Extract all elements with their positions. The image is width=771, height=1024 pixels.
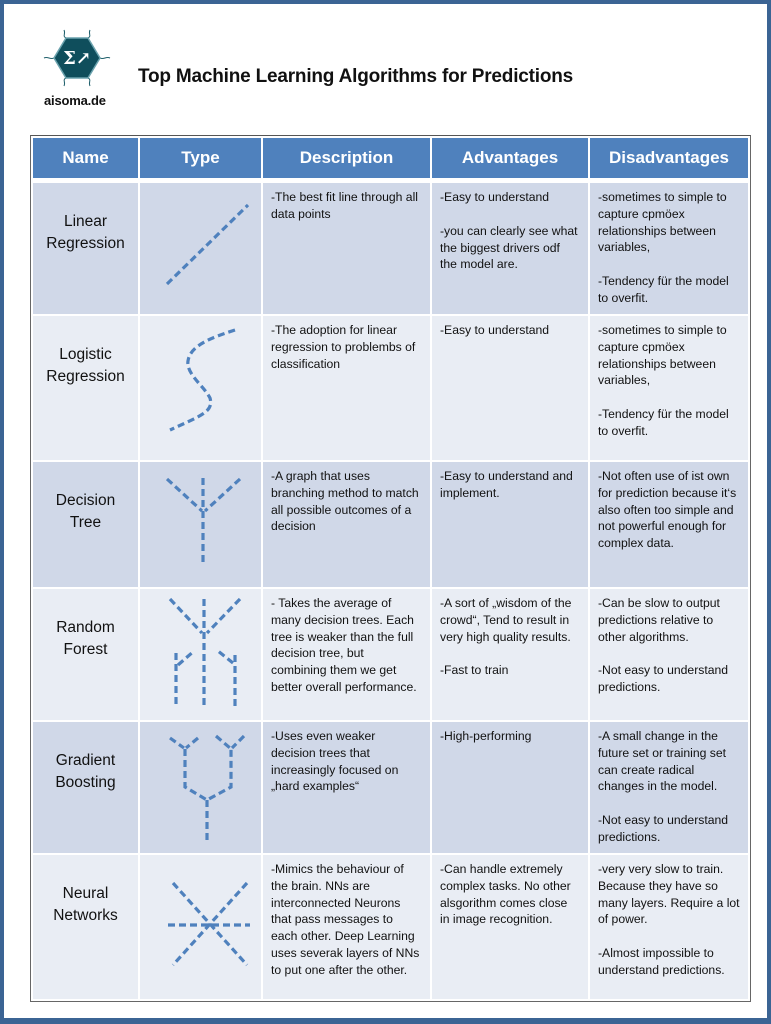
advantages-cell: -Can handle extremely complex tasks. No … [432, 855, 588, 999]
name-line: Linear [63, 213, 108, 230]
table-row: Linear Regression -The best fit line thr… [33, 183, 748, 314]
logo-text: aisoma.de [44, 93, 106, 108]
advantage-text: -Can handle extremely complex tasks. No … [440, 862, 571, 927]
name-line: Gradient [55, 752, 116, 769]
sigma-hexagon-logo-icon: Σ↗ [43, 29, 111, 87]
table-row: Decision Tree -A graph that uses branchi… [33, 462, 748, 587]
name-line: Decision [55, 492, 116, 509]
advantages-cell: -Easy to understand and implement. [432, 462, 588, 587]
name-line: Regression [46, 368, 125, 385]
disadvantage-text: -sometimes to simple to capture cpmöex r… [598, 190, 727, 255]
disadvantage-text: -Not often use of ist own for prediction… [598, 469, 737, 551]
algorithm-name: Linear Regression [33, 183, 138, 314]
disadvantages-cell: -very very slow to train. Because they h… [590, 855, 748, 999]
disadvantages-cell: -sometimes to simple to capture cpmöex r… [590, 183, 748, 314]
name-line: Networks [53, 907, 118, 924]
linear-line-icon [165, 203, 250, 286]
disadvantage-text: -Can be slow to output predictions relat… [598, 596, 720, 644]
type-cell [140, 183, 261, 314]
svg-text:Σ↗: Σ↗ [63, 48, 91, 69]
gradient-boosting-icon [169, 734, 246, 842]
description-text: -The best fit line through all data poin… [271, 190, 419, 221]
disadvantages-cell: -A small change in the future set or tra… [590, 722, 748, 853]
advantages-cell: -Easy to understand -you can clearly see… [432, 183, 588, 314]
column-header-disadvantages: Disadvantages [590, 138, 748, 181]
type-cell [140, 316, 261, 460]
s-curve-icon [169, 328, 236, 432]
advantage-text: -you can clearly see what the biggest dr… [440, 223, 578, 272]
type-cell [140, 589, 261, 720]
table-header-row: Name Type Description Advantages Disadva… [33, 138, 748, 181]
name-line: Forest [63, 641, 108, 658]
table-row: Neural Networks -Mimics the behaviour of… [33, 855, 748, 999]
description-cell: -Uses even weaker decision trees that in… [263, 722, 430, 853]
decision-tree-icon [165, 477, 242, 566]
description-cell: -A graph that uses branching method to m… [263, 462, 430, 587]
disadvantage-text: -A small change in the future set or tra… [598, 729, 727, 794]
table-row: Gradient Boosting -Uses even weaker deci… [33, 722, 748, 853]
advantage-text: -Easy to understand [440, 190, 550, 204]
description-text: - Takes the average of many decision tre… [271, 596, 417, 694]
column-header-description: Description [263, 138, 430, 181]
advantage-text: -A sort of „wisdom of the crowd“, Tend t… [440, 596, 572, 644]
type-cell [140, 722, 261, 853]
name-line: Neural [62, 885, 109, 902]
column-header-type: Type [140, 138, 261, 181]
type-cell [140, 855, 261, 999]
table-row: Logistic Regression -The adoption for li… [33, 316, 748, 460]
disadvantage-text: -very very slow to train. Because they h… [598, 862, 740, 927]
neural-network-icon [168, 881, 250, 967]
disadvantage-text: -sometimes to simple to capture cpmöex r… [598, 323, 727, 388]
name-line: Random [56, 619, 115, 636]
page: Σ↗ aisoma.de Top Machine Learning Algori… [4, 4, 767, 1018]
description-text: -Mimics the behaviour of the brain. NNs … [271, 862, 420, 977]
random-forest-icon [168, 597, 242, 707]
advantage-text: -High-performing [440, 729, 532, 743]
page-title: Top Machine Learning Algorithms for Pred… [138, 66, 574, 87]
algorithm-name: Logistic Regression [33, 316, 138, 460]
description-cell: -Mimics the behaviour of the brain. NNs … [263, 855, 430, 999]
advantage-text: -Fast to train [440, 663, 509, 678]
disadvantages-cell: -Can be slow to output predictions relat… [590, 589, 748, 720]
type-cell [140, 462, 261, 587]
disadvantage-text: -Tendency für the model to overfit. [598, 407, 729, 438]
name-line: Regression [46, 235, 125, 252]
disadvantage-text: -Not easy to understand predictions. [598, 663, 729, 695]
description-cell: -The adoption for linear regression to p… [263, 316, 430, 460]
name-line: Logistic [59, 346, 112, 363]
advantage-text: -Easy to understand [440, 323, 550, 337]
description-cell: - Takes the average of many decision tre… [263, 589, 430, 720]
description-text: -A graph that uses branching method to m… [271, 469, 419, 534]
advantages-cell: -A sort of „wisdom of the crowd“, Tend t… [432, 589, 588, 720]
description-text: -Uses even weaker decision trees that in… [271, 729, 399, 794]
algorithm-name: Gradient Boosting [33, 722, 138, 853]
description-cell: -The best fit line through all data poin… [263, 183, 430, 314]
name-line: Tree [69, 514, 102, 531]
advantages-cell: -High-performing [432, 722, 588, 853]
disadvantages-cell: -sometimes to simple to capture cpmöex r… [590, 316, 748, 460]
table-row: Random Forest - Takes the average of man… [33, 589, 748, 720]
advantage-text: -Easy to understand and implement. [440, 469, 573, 500]
algorithms-table: Name Type Description Advantages Disadva… [30, 135, 751, 1002]
disadvantage-text: -Tendency für the model to overfit. [598, 274, 729, 305]
advantages-cell: -Easy to understand [432, 316, 588, 460]
disadvantage-text: -Almost impossible to understand predict… [598, 946, 725, 977]
algorithm-name: Decision Tree [33, 462, 138, 587]
column-header-name: Name [33, 138, 138, 181]
algorithm-name: Neural Networks [33, 855, 138, 999]
disadvantage-text: -Not easy to understand predictions. [598, 813, 729, 844]
algorithm-name: Random Forest [33, 589, 138, 720]
name-line: Boosting [55, 774, 116, 791]
disadvantages-cell: -Not often use of ist own for prediction… [590, 462, 748, 587]
column-header-advantages: Advantages [432, 138, 588, 181]
description-text: -The adoption for linear regression to p… [271, 323, 416, 371]
